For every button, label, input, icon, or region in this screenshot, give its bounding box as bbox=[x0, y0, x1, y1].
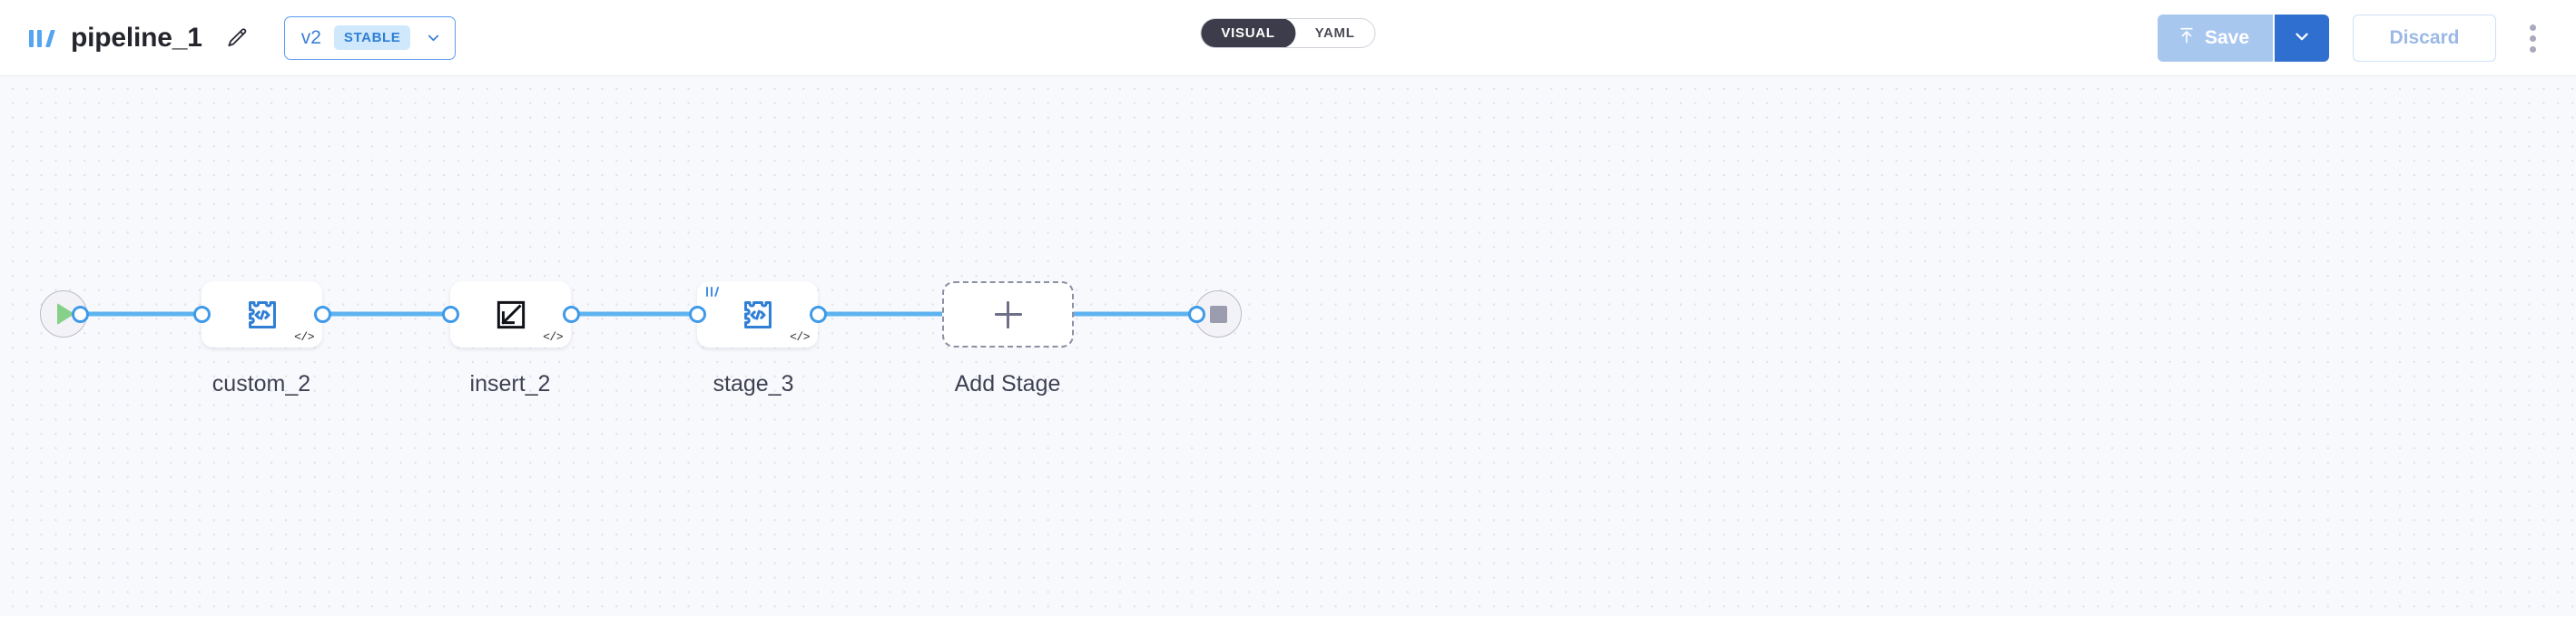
page-title: pipeline_1 bbox=[71, 22, 202, 53]
save-button[interactable]: Save bbox=[2157, 15, 2273, 62]
pipeline-brand-logo bbox=[27, 24, 58, 52]
port-start-out[interactable] bbox=[72, 306, 89, 323]
port-custom2-out[interactable] bbox=[314, 306, 331, 323]
stage-node-custom_2[interactable]: </> bbox=[202, 281, 322, 348]
puzzle-code-icon bbox=[697, 298, 818, 332]
stage-label-custom_2: custom_2 bbox=[211, 371, 311, 397]
add-stage-label: Add Stage bbox=[954, 371, 1061, 397]
stage-node-stage_3[interactable]: </> bbox=[697, 281, 818, 348]
puzzle-code-icon bbox=[202, 298, 322, 332]
add-stage-button[interactable] bbox=[942, 281, 1074, 348]
pipeline-canvas[interactable]: </> custom_2 </> insert_2 </ bbox=[0, 76, 2576, 616]
chevron-down-icon bbox=[2292, 26, 2312, 51]
insert-arrow-icon bbox=[450, 296, 571, 334]
stage-label-insert_2: insert_2 bbox=[469, 371, 551, 397]
pencil-icon[interactable] bbox=[222, 24, 251, 53]
version-number: v2 bbox=[300, 26, 321, 48]
port-custom2-in[interactable] bbox=[193, 306, 211, 323]
port-end-in[interactable] bbox=[1188, 306, 1205, 323]
kebab-menu-icon[interactable] bbox=[2512, 15, 2552, 62]
port-insert2-in[interactable] bbox=[442, 306, 459, 323]
save-button-group: Save bbox=[2157, 15, 2329, 62]
save-options-button[interactable] bbox=[2273, 15, 2329, 62]
stage-label-stage_3: stage_3 bbox=[713, 371, 794, 397]
discard-button[interactable]: Discard bbox=[2353, 15, 2496, 62]
code-badge: </> bbox=[790, 330, 810, 344]
status-badge: STABLE bbox=[333, 25, 411, 50]
tab-yaml[interactable]: YAML bbox=[1314, 25, 1355, 41]
chevron-down-icon bbox=[425, 29, 442, 46]
stage-node-insert_2[interactable]: </> bbox=[450, 281, 571, 348]
port-stage3-out[interactable] bbox=[810, 306, 827, 323]
start-node[interactable] bbox=[40, 290, 87, 338]
app-header: pipeline_1 v2 STABLE VISUAL YAML bbox=[0, 0, 2576, 76]
tab-visual[interactable]: VISUAL bbox=[1201, 19, 1296, 47]
upload-icon bbox=[2178, 25, 2196, 51]
plus-icon bbox=[994, 300, 1022, 328]
stop-icon bbox=[1209, 305, 1227, 323]
port-stage3-in[interactable] bbox=[689, 306, 706, 323]
header-left-group: pipeline_1 v2 STABLE bbox=[27, 15, 457, 60]
header-actions: Save Discard bbox=[2157, 0, 2552, 76]
pipeline-connections bbox=[80, 311, 1196, 317]
pipeline-brand-logo bbox=[705, 285, 721, 299]
port-insert2-out[interactable] bbox=[563, 306, 580, 323]
editor-mode-toggle[interactable]: VISUAL YAML bbox=[1200, 18, 1376, 48]
code-badge: </> bbox=[543, 330, 563, 344]
play-icon bbox=[57, 303, 74, 325]
version-selector[interactable]: v2 STABLE bbox=[283, 15, 457, 60]
save-button-label: Save bbox=[2204, 27, 2249, 48]
code-badge: </> bbox=[294, 330, 314, 344]
